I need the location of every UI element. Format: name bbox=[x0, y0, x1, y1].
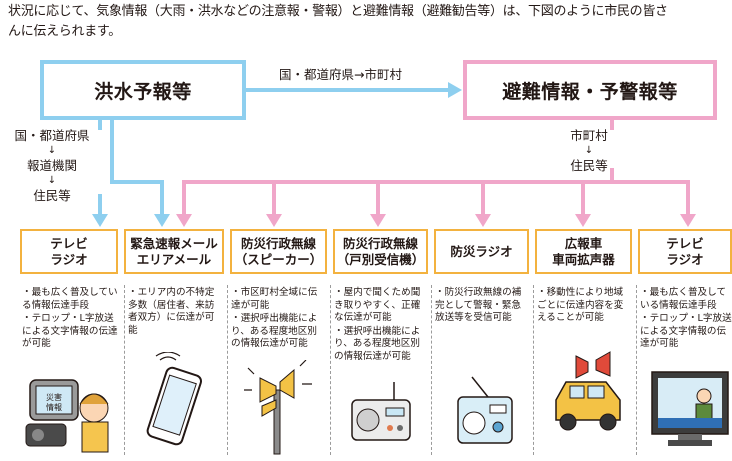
down-arrow-icon: ↓ bbox=[584, 145, 594, 156]
left-chain-item: 国・都道府県 bbox=[14, 128, 90, 143]
top-route-label: 国・都道府県→市町村 bbox=[279, 67, 402, 82]
media-title: 車両拡声器 bbox=[552, 251, 615, 267]
description-line: ・防災行政無線の補完として警報・緊急放送等を受信可能 bbox=[435, 287, 522, 324]
description-line: ・屋内で聞くため聞き取りやすく、正確な伝達が可能 bbox=[334, 287, 421, 324]
media-title: テレビ bbox=[666, 235, 704, 251]
evacuation-info-box: 避難情報・予警報等 bbox=[463, 60, 717, 120]
flood-forecast-box: 洪水予報等 bbox=[40, 60, 246, 120]
home-receiver-icon bbox=[351, 382, 411, 441]
left-chain: 国・都道府県 ↓ 報道機関 ↓ 住民等 bbox=[6, 128, 98, 203]
media-title: 広報車 bbox=[564, 235, 603, 251]
media-box-disaster-radio: 防災ラジオ bbox=[434, 229, 529, 274]
media-title: エリアメール bbox=[136, 251, 212, 267]
column-divider bbox=[636, 285, 637, 455]
column-divider bbox=[227, 285, 228, 455]
description-line: ・選択呼出機能により、ある程度地区別の情報伝達が可能 bbox=[231, 313, 318, 350]
column-divider bbox=[533, 285, 534, 455]
media-title: 緊急速報メール bbox=[130, 235, 218, 251]
left-chain-item: 報道機関 bbox=[26, 158, 77, 173]
evacuation-info-label: 避難情報・予警報等 bbox=[502, 80, 678, 103]
down-arrow-icon: ↓ bbox=[47, 145, 57, 156]
description-line: ・選択呼出機能により、ある程度地区別の情報伝達が可能 bbox=[334, 325, 421, 362]
television-icon bbox=[651, 371, 729, 446]
media-description: ・最も広く普及している情報伝達手段 ・テロップ・L字放送による文字情報の伝達が可… bbox=[640, 287, 732, 352]
smartphone-icon bbox=[146, 352, 202, 446]
down-arrow-icon: ↓ bbox=[47, 175, 57, 186]
radio-icon bbox=[457, 376, 513, 444]
speaker-pole-icon bbox=[244, 360, 312, 455]
description-line: ・エリア内の不特定多数（居住者、来訪者双方）に伝達が可能 bbox=[128, 287, 215, 336]
media-title: 防災行政無線 bbox=[342, 235, 418, 251]
pa-car-icon bbox=[555, 351, 621, 431]
media-title: ラジオ bbox=[666, 251, 704, 267]
media-description: ・最も広く普及している情報伝達手段 ・テロップ・L字放送による文字情報の伝達が可… bbox=[22, 287, 120, 352]
column-divider bbox=[124, 285, 125, 455]
media-description: ・エリア内の不特定多数（居住者、来訪者双方）に伝達が可能 bbox=[128, 287, 223, 338]
tv-radio-icon: 災害 情報 bbox=[25, 379, 109, 453]
description-line: ・最も広く普及している情報伝達手段 bbox=[640, 287, 727, 311]
description-line: ・テロップ・L字放送による文字情報の伝達が可能 bbox=[640, 313, 732, 350]
media-description: ・防災行政無線の補完として警報・緊急放送等を受信可能 bbox=[435, 287, 529, 326]
right-chain-item: 住民等 bbox=[570, 158, 608, 173]
media-box-tv-radio-right: テレビ ラジオ bbox=[638, 229, 732, 274]
description-line: ・テロップ・L字放送による文字情報の伝達が可能 bbox=[22, 313, 118, 350]
right-chain: 市町村 ↓ 住民等 bbox=[566, 128, 612, 173]
media-title: 防災行政無線 bbox=[240, 235, 316, 251]
media-title: ラジオ bbox=[50, 251, 88, 267]
flood-forecast-label: 洪水予報等 bbox=[94, 80, 192, 103]
description-line: ・最も広く普及している情報伝達手段 bbox=[22, 287, 118, 311]
column-divider bbox=[330, 285, 331, 455]
media-description: ・市区町村全域に伝達が可能 ・選択呼出機能により、ある程度地区別の情報伝達が可能 bbox=[231, 287, 326, 352]
media-box-emergency-mail: 緊急速報メール エリアメール bbox=[124, 229, 224, 274]
column-divider bbox=[431, 285, 432, 455]
media-box-home-receiver: 防災行政無線 （戸別受信機） bbox=[333, 229, 428, 274]
tv-caption: 災害 bbox=[46, 392, 62, 402]
media-title: 防災ラジオ bbox=[450, 243, 513, 259]
media-title: （スピーカー） bbox=[234, 251, 323, 267]
tv-caption: 情報 bbox=[46, 402, 62, 412]
media-title: テレビ bbox=[50, 235, 88, 251]
media-title: （戸別受信機） bbox=[336, 251, 425, 267]
media-description: ・屋内で聞くため聞き取りやすく、正確な伝達が可能 ・選択呼出機能により、ある程度… bbox=[334, 287, 428, 365]
description-line: ・市区町村全域に伝達が可能 bbox=[231, 287, 318, 311]
route-arrowhead bbox=[448, 82, 462, 98]
media-box-pa-car: 広報車 車両拡声器 bbox=[535, 229, 632, 274]
left-chain-item: 住民等 bbox=[33, 188, 71, 203]
media-box-tv-radio: テレビ ラジオ bbox=[20, 229, 118, 274]
right-chain-item: 市町村 bbox=[570, 128, 608, 143]
media-description: ・移動性により地域ごとに伝達内容を変えることが可能 bbox=[537, 287, 632, 326]
intro-text: 状況に応じて、気象情報（大雨・洪水などの注意報・警報）と避難情報（避難勧告等）は… bbox=[8, 4, 668, 39]
description-line: ・移動性により地域ごとに伝達内容を変えることが可能 bbox=[537, 287, 624, 324]
media-box-speaker: 防災行政無線 （スピーカー） bbox=[230, 229, 327, 274]
